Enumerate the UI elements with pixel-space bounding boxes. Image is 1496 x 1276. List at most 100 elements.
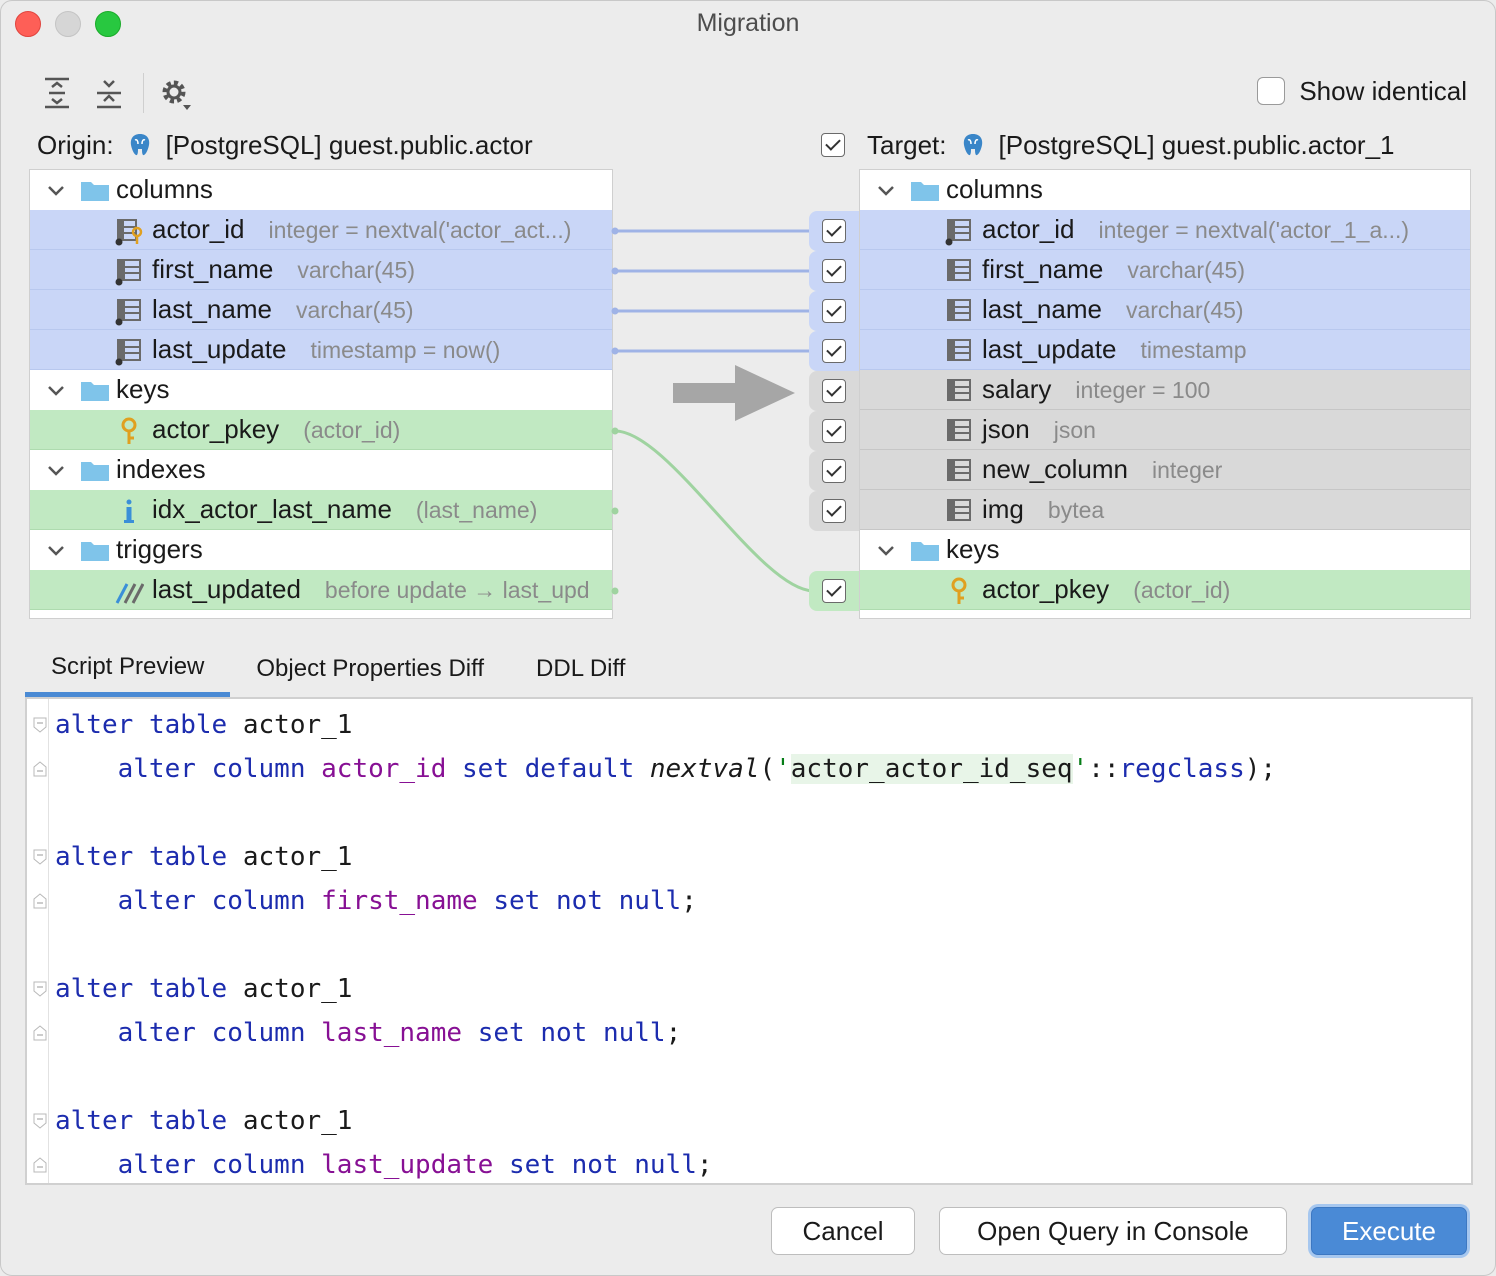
code-line: alter column actor_id set default nextva… [117, 754, 1277, 784]
target-column-row[interactable]: first_name varchar(45) [860, 250, 1470, 290]
index-icon [124, 499, 134, 523]
window-title: Migration [696, 9, 800, 37]
tree-folder-columns[interactable]: columns [860, 170, 1470, 210]
origin-column-row[interactable]: last_update timestamp = now() [30, 330, 612, 370]
tree-folder-columns[interactable]: columns [30, 170, 612, 210]
include-last-update-checkbox[interactable] [809, 331, 859, 371]
column-detail: bytea [1047, 497, 1105, 523]
chevron-down-icon[interactable] [874, 538, 898, 562]
show-identical-option[interactable]: Show identical [1257, 73, 1467, 109]
target-label: Target: [867, 129, 947, 160]
target-key-row[interactable]: actor_pkey (actor_id) [860, 570, 1470, 610]
fold-close-icon[interactable] [33, 761, 47, 777]
column-detail: varchar(45) [1127, 257, 1245, 283]
index-name: idx_actor_last_name [152, 494, 392, 524]
open-query-in-console-button[interactable]: Open Query in Console [939, 1207, 1287, 1255]
checkbox-mark [822, 579, 846, 603]
tree-folder-indexes[interactable]: indexes [30, 450, 612, 490]
tab-script-preview[interactable]: Script Preview [25, 641, 231, 697]
gear-icon[interactable] [157, 73, 193, 113]
include-json-checkbox[interactable] [809, 411, 859, 451]
minimize-window-button[interactable] [55, 11, 81, 37]
code-line: alter column last_update set not null; [117, 1150, 713, 1180]
tab-ddl-diff[interactable]: DDL Diff [536, 655, 626, 682]
column-detail: integer = nextval('actor_1_a...) [1098, 217, 1410, 243]
column-detail: timestamp = now() [310, 337, 501, 363]
close-window-button[interactable] [15, 11, 41, 37]
fold-open-icon[interactable] [33, 981, 47, 997]
key-detail: (actor_id) [1133, 577, 1231, 603]
include-new-column-checkbox[interactable] [809, 451, 859, 491]
column-detail: json [1053, 417, 1096, 443]
code-line: alter table actor_1 [55, 974, 353, 1004]
folder-icon [81, 462, 109, 481]
origin-trigger-row[interactable]: last_updated before update → last_upd [30, 570, 612, 610]
checkbox-mark [822, 499, 846, 523]
include-salary-checkbox[interactable] [809, 371, 859, 411]
trigger-detail: before update → last_upd [324, 577, 590, 603]
expand-all-icon[interactable] [39, 73, 75, 113]
checkbox-mark [822, 339, 846, 363]
checkbox-mark [822, 299, 846, 323]
column-name: last_update [152, 334, 287, 364]
chevron-down-icon[interactable] [44, 458, 68, 482]
chevron-down-icon[interactable] [874, 178, 898, 202]
fold-close-icon[interactable] [33, 1025, 47, 1041]
include-last-name-checkbox[interactable] [809, 291, 859, 331]
index-detail: (last_name) [415, 497, 538, 523]
target-select-all-checkbox[interactable] [821, 133, 845, 157]
target-header: Target: [PostgreSQL] guest.public.actor_… [821, 125, 1395, 165]
tree-folder-keys[interactable]: keys [860, 530, 1470, 570]
fold-open-icon[interactable] [33, 849, 47, 865]
tab-object-properties-diff[interactable]: Object Properties Diff [256, 655, 485, 682]
cancel-button[interactable]: Cancel [771, 1207, 915, 1255]
include-actor-pkey-checkbox[interactable] [809, 571, 859, 611]
trigger-name: last_updated [152, 574, 301, 604]
code-line [55, 1055, 1276, 1099]
collapse-all-icon[interactable] [91, 73, 127, 113]
key-name: actor_pkey [152, 414, 280, 444]
tree-folder-keys[interactable]: keys [30, 370, 612, 410]
show-identical-checkbox[interactable] [1257, 77, 1286, 105]
key-name: actor_pkey [982, 574, 1110, 604]
include-img-checkbox[interactable] [809, 491, 859, 531]
include-first-name-checkbox[interactable] [809, 251, 859, 291]
code-line: alter table actor_1 [55, 710, 353, 740]
chevron-down-icon[interactable] [44, 538, 68, 562]
chevron-down-icon[interactable] [44, 178, 68, 202]
origin-key-row[interactable]: actor_pkey(actor_id) [30, 410, 612, 450]
column-name: first_name [982, 254, 1104, 284]
include-actor-id-checkbox[interactable] [809, 211, 859, 251]
fold-open-icon[interactable] [33, 1113, 47, 1129]
column-icon [115, 259, 141, 286]
script-code[interactable]: alter table actor_1 alter column actor_i… [55, 703, 1277, 1183]
tree-folder-triggers[interactable]: triggers [30, 530, 612, 570]
origin-index-row[interactable]: idx_actor_last_name (last_name) [30, 490, 612, 530]
fold-close-icon[interactable] [33, 893, 47, 909]
origin-header: Origin: [PostgreSQL] guest.public.actor [37, 125, 533, 165]
code-line: alter column first_name set not null; [117, 886, 697, 916]
script-editor[interactable]: alter table actor_1 alter column actor_i… [25, 697, 1473, 1185]
column-icon [947, 259, 971, 281]
zoom-window-button[interactable] [95, 11, 121, 37]
column-icon [115, 339, 141, 366]
code-line: alter column last_name set not null; [117, 1018, 682, 1048]
column-name: last_name [152, 294, 272, 324]
chevron-down-icon[interactable] [44, 378, 68, 402]
fold-open-icon[interactable] [33, 717, 47, 733]
fold-close-icon[interactable] [33, 1157, 47, 1173]
postgresql-icon [963, 134, 982, 156]
execute-button[interactable]: Execute [1311, 1207, 1467, 1255]
title-bar: Migration [1, 1, 1495, 49]
